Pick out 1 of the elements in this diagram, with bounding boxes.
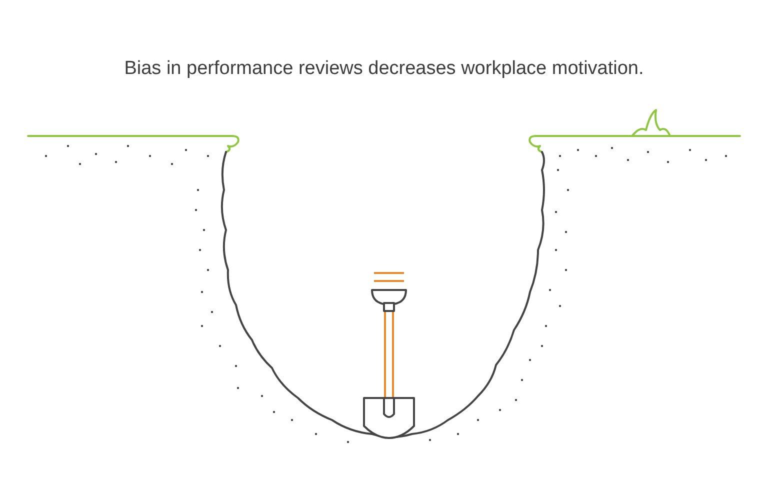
title: Bias in performance reviews decreases workplace motivation. [124,58,644,80]
